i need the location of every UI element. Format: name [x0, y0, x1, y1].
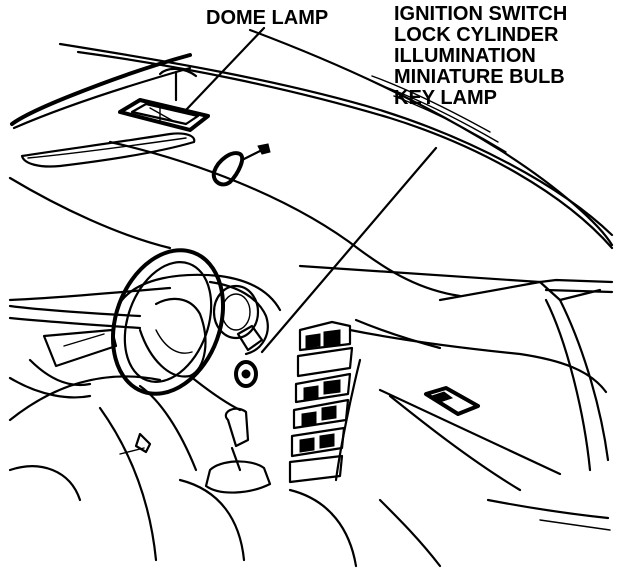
- dome-lamp-label: DOME LAMP: [206, 7, 329, 29]
- gear-shift: [119, 407, 272, 494]
- sun-visor: [20, 132, 196, 168]
- ignition-label-block: IGNITION SWITCH LOCK CYLINDER ILLUMINATI…: [394, 4, 567, 109]
- center-console: [288, 318, 442, 484]
- glove-box: [348, 280, 611, 531]
- door-panel: [8, 304, 142, 399]
- ignition-label-line-1: IGNITION SWITCH: [394, 3, 568, 25]
- dome-lamp-leader-line: [184, 26, 266, 112]
- ignition-switch: [234, 324, 264, 388]
- ignition-label-line-2: LOCK CYLINDER: [394, 24, 559, 46]
- steering-wheel: [110, 248, 242, 412]
- ignition-leader-line: [260, 146, 438, 354]
- dome-lamp-icon: [118, 67, 210, 132]
- instrument-cluster: [120, 273, 282, 356]
- rear-view-mirror: [211, 143, 271, 187]
- front-seats: [8, 375, 442, 568]
- windshield-frame: [8, 140, 614, 302]
- ignition-label-line-4: MINIATURE BULB: [394, 66, 565, 88]
- ignition-label-line-3: ILLUMINATION: [394, 45, 536, 67]
- roof-outline: [10, 28, 614, 250]
